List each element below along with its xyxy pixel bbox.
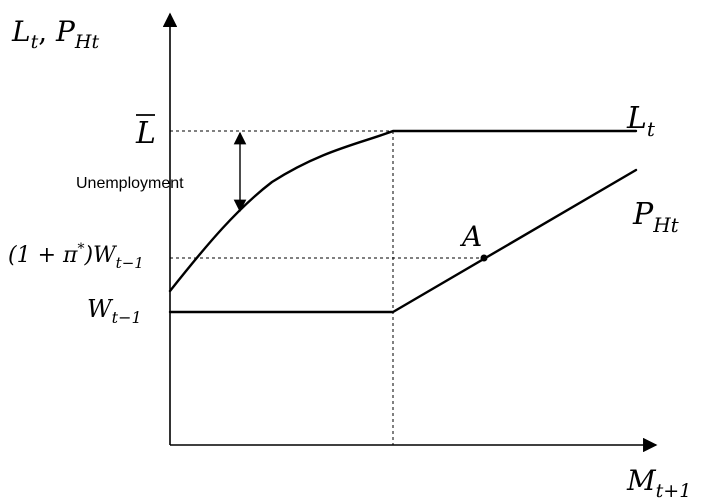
point-a-marker (480, 254, 488, 262)
labor-curve-label: Lt (626, 101, 656, 141)
unemployment-label: Unemployment (76, 175, 184, 192)
l-bar-label: L (135, 114, 156, 151)
wage-label: Wt−1 (87, 295, 142, 327)
labor-curve (168, 129, 638, 293)
point-a-label: A (459, 220, 482, 253)
svg-text:L: L (135, 116, 156, 151)
inflated-wage-label: (1 + π*)Wt−1 (8, 241, 144, 272)
x-axis-label: Mt+1 (626, 464, 691, 502)
price-curve-label: PHt (632, 197, 680, 237)
price-curve (168, 168, 638, 314)
y-axis-label: Lt, PHt (11, 15, 99, 53)
